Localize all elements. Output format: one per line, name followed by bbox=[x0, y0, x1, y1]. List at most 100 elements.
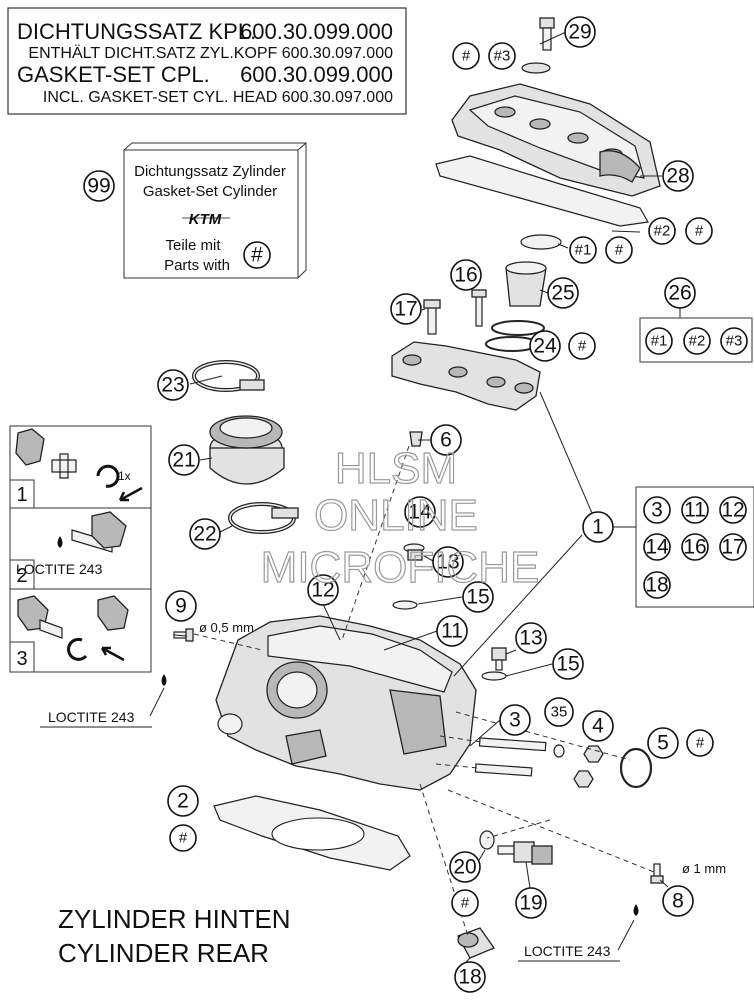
svg-text:MICROFICHE: MICROFICHE bbox=[261, 543, 540, 592]
step-2-number: 2 bbox=[16, 565, 27, 587]
callout-13-upper: 13 bbox=[436, 551, 459, 574]
header-line2: ENTHÄLT DICHT.SATZ ZYL.KOPF 600.30.097.0… bbox=[28, 44, 393, 62]
svg-text:18: 18 bbox=[645, 574, 668, 597]
svg-text:#1: #1 bbox=[651, 333, 668, 350]
step-3-arrow-icon bbox=[100, 646, 125, 662]
svg-text:16: 16 bbox=[683, 536, 706, 559]
step-2-flange-icon bbox=[91, 511, 127, 549]
sensor-washer-part bbox=[479, 830, 495, 850]
diameter-05-note: ø 0,5 mm bbox=[199, 620, 254, 635]
group-1-item-16 bbox=[681, 533, 709, 561]
o-ring-upper-part bbox=[491, 320, 545, 336]
step-3-rotate-icon bbox=[67, 637, 88, 661]
kit-parts-de: Teile mit bbox=[165, 237, 221, 254]
group-1-item-18 bbox=[643, 571, 671, 599]
callout-21: 21 bbox=[172, 449, 195, 472]
callout-16: 16 bbox=[454, 264, 477, 287]
intake-boot-part bbox=[209, 415, 285, 485]
callout-28: 28 bbox=[666, 165, 689, 188]
hash-2: # bbox=[179, 830, 188, 847]
kit-brand-logo: KTM bbox=[189, 211, 222, 228]
callout-26-label: 26 bbox=[668, 282, 691, 305]
callout-99 bbox=[83, 170, 115, 202]
callout-35: 35 bbox=[551, 704, 568, 721]
kit-box: 99 Dichtungssatz Zylinder Gasket-Set Cyl… bbox=[83, 142, 307, 279]
nut-upper-part bbox=[583, 745, 604, 763]
callout-13-lower: 13 bbox=[519, 627, 542, 650]
group-26-hash3 bbox=[720, 327, 748, 355]
callout-24: 24 bbox=[533, 335, 557, 358]
step-1-rotate-icon bbox=[96, 464, 120, 488]
callout-9: 9 bbox=[175, 595, 187, 618]
cover-gasket-part bbox=[435, 155, 649, 227]
svg-text:11: 11 bbox=[684, 499, 706, 522]
header-frame bbox=[7, 7, 407, 115]
group-box-26: 26 #1 #2 #3 bbox=[639, 277, 753, 363]
step-1-number: 1 bbox=[16, 484, 27, 506]
jet-screw-right-part bbox=[650, 863, 664, 884]
camshaft-bridge-part bbox=[391, 341, 541, 411]
group-box-1: 3 11 12 14 16 17 18 bbox=[635, 486, 754, 608]
callout-3: 3 bbox=[509, 709, 521, 732]
valve-cover-part bbox=[451, 83, 661, 197]
callout-18: 18 bbox=[458, 966, 481, 989]
svg-text:3: 3 bbox=[651, 499, 663, 522]
group-26-hash2 bbox=[683, 327, 711, 355]
washer-35-part bbox=[553, 744, 565, 758]
kit-hash-label: # bbox=[251, 244, 263, 267]
spark-plug-seal-part bbox=[520, 234, 562, 250]
footer-title-en: CYLINDER REAR bbox=[58, 938, 269, 968]
assembly-instructions: 1 1x 2 LOCTITE 243 3 bbox=[9, 425, 152, 673]
head-gasket-part bbox=[213, 795, 411, 871]
hash-5: # bbox=[696, 735, 705, 752]
callout-22: 22 bbox=[193, 523, 216, 546]
callout-23: 23 bbox=[161, 374, 184, 397]
nut-lower-part bbox=[573, 770, 594, 788]
gasket-set-header: DICHTUNGSSATZ KPL. 600.30.099.000 ENTHÄL… bbox=[7, 7, 407, 115]
step-3-screw-icon bbox=[39, 619, 63, 639]
group-1-item-11 bbox=[681, 496, 709, 524]
valve-small-parts bbox=[392, 431, 507, 681]
svg-text:HLSM: HLSM bbox=[335, 444, 457, 493]
loctite-left-note: LOCTITE 243 bbox=[40, 709, 152, 728]
hash1-seal: #1 bbox=[575, 242, 592, 259]
kit-parts-en: Parts with bbox=[164, 257, 230, 274]
assembly-axes bbox=[193, 445, 655, 937]
step-2-drop-icon bbox=[57, 536, 63, 548]
callout-20: 20 bbox=[453, 856, 476, 879]
callout-6: 6 bbox=[440, 429, 452, 452]
svg-text:#3: #3 bbox=[726, 333, 743, 350]
callout-5: 5 bbox=[657, 732, 669, 755]
step-1-flange-icon bbox=[15, 428, 45, 466]
temperature-sensor-part bbox=[497, 841, 553, 865]
callout-19: 19 bbox=[519, 892, 542, 915]
callout-4: 4 bbox=[592, 715, 604, 738]
callout-2: 2 bbox=[177, 790, 189, 813]
svg-text:LOCTITE 243: LOCTITE 243 bbox=[48, 709, 135, 725]
header-line4: INCL. GASKET-SET CYL. HEAD 600.30.097.00… bbox=[43, 89, 393, 106]
o-ring-5-part bbox=[619, 747, 653, 789]
instructions-frame bbox=[9, 425, 152, 673]
hash-20: # bbox=[461, 895, 470, 912]
bridge-bolts-part bbox=[423, 289, 487, 335]
hash-gasket: # bbox=[695, 223, 704, 240]
svg-text:14: 14 bbox=[645, 536, 669, 559]
callout-17: 17 bbox=[394, 298, 417, 321]
hash-24: # bbox=[578, 338, 587, 355]
step-1-arrow-icon bbox=[118, 486, 143, 502]
callout-11: 11 bbox=[441, 620, 463, 643]
cylinder-head-part bbox=[215, 615, 477, 791]
group-1-item-12 bbox=[719, 496, 747, 524]
callout-99-label: 99 bbox=[87, 175, 110, 198]
svg-text:ONLINE: ONLINE bbox=[314, 491, 478, 540]
loctite-drop-right-icon bbox=[633, 904, 639, 916]
step-1-turns: 1x bbox=[118, 469, 131, 483]
loctite-right-note: LOCTITE 243 bbox=[518, 943, 620, 962]
part-callouts: 29 # #3 28 #2 # #1 # 25 24 # 16 17 23 21… bbox=[157, 16, 714, 993]
header-line3-label: GASKET-SET CPL. bbox=[17, 62, 210, 87]
kit-title-de: Dichtungssatz Zylinder bbox=[134, 163, 286, 180]
hose-clamp-lower-part bbox=[228, 502, 299, 534]
hash2-gasket: #2 bbox=[654, 223, 671, 240]
diameter-1-note: ø 1 mm bbox=[682, 861, 726, 876]
